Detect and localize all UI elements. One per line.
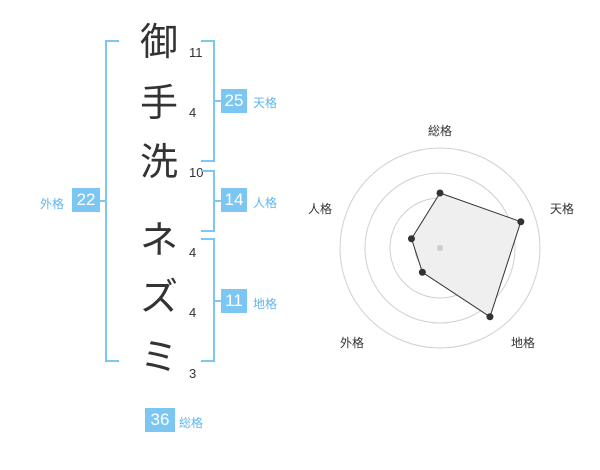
chikaku-bracket [201, 238, 215, 362]
radar-point-3 [486, 313, 494, 321]
radar-ring-3 [364, 172, 516, 324]
radar-point-1 [436, 189, 444, 197]
stroke-count-4: 4 [189, 245, 197, 260]
radar-point-2 [517, 218, 525, 226]
gaikaku-bracket [105, 40, 119, 362]
chikaku-bracket-tick [215, 300, 221, 302]
name-char-2: 手 [139, 81, 178, 125]
radar-axis-label-gaikaku: 外格 [339, 336, 364, 350]
name-char-1: 御 [139, 20, 178, 64]
radar-axis-label-soukaku: 総格 [427, 124, 452, 138]
radar-ring-4 [339, 147, 541, 349]
tenkaku-label: 天格 [253, 96, 278, 110]
jinkaku-bracket [201, 170, 215, 232]
tenkaku-value: 25 [221, 89, 247, 113]
tenkaku-bracket [201, 40, 215, 162]
gaikaku-value: 22 [72, 188, 100, 212]
radar-axis-label-chikaku: 地格 [510, 336, 535, 350]
name-char-6: ミ [139, 335, 178, 379]
tenkaku-bracket-tick [215, 100, 221, 102]
soukaku-value: 36 [145, 408, 175, 432]
jinkaku-value: 14 [221, 188, 247, 212]
radar-shape [410, 192, 522, 318]
gaikaku-bracket-tick [100, 200, 105, 202]
radar-axis-label-tenkaku: 天格 [549, 202, 574, 216]
chikaku-value: 11 [221, 289, 247, 313]
name-char-4: ネ [139, 218, 178, 262]
name-char-3: 洗 [139, 140, 178, 184]
stroke-count-2: 4 [189, 105, 197, 120]
stroke-count-3: 10 [189, 165, 204, 180]
soukaku-label: 総格 [179, 416, 204, 430]
jinkaku-bracket-tick [215, 200, 221, 202]
stroke-count-5: 4 [189, 305, 197, 320]
jinkaku-label: 人格 [253, 196, 278, 210]
stroke-count-1: 11 [189, 45, 203, 60]
radar-point-5 [407, 235, 415, 243]
chikaku-label: 地格 [253, 297, 278, 311]
stroke-count-6: 3 [189, 366, 197, 381]
radar-center-dot [437, 245, 443, 251]
name-char-5: ズ [139, 275, 178, 319]
radar-axis-label-jinkaku: 人格 [307, 202, 332, 216]
gaikaku-label: 外格 [40, 197, 65, 211]
radar-point-4 [418, 268, 426, 276]
